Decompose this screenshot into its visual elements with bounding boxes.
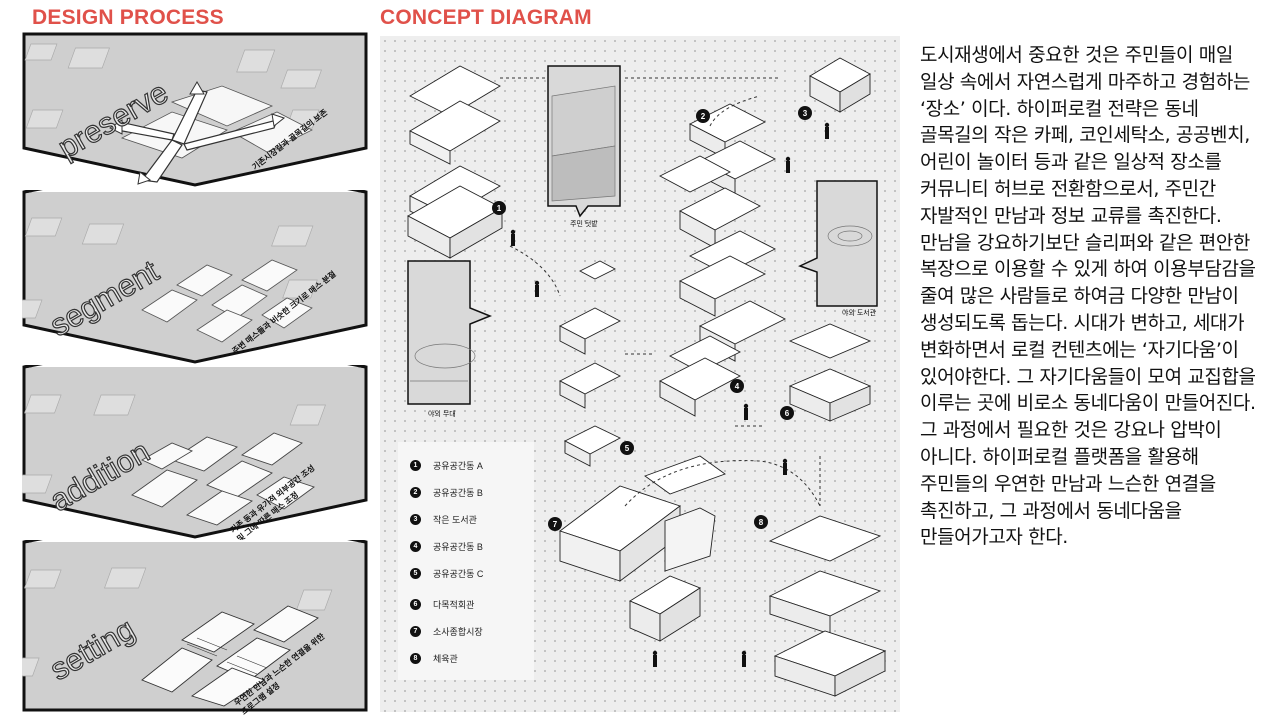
legend-label: 체육관 — [433, 653, 458, 664]
process-panel-segment: segment 주변 매스들과 비슷한 크기로 매스 분절 — [22, 190, 368, 365]
legend-label: 다목적회관 — [433, 599, 475, 610]
preserve-aerial-illustration — [22, 32, 368, 187]
marker-1: 1 — [492, 201, 506, 215]
legend-number: 2 — [410, 486, 421, 498]
design-process-panels: preserve 기존시장길과 골목길의 보존 — [22, 30, 368, 717]
legend-item: 6 다목적회관 — [410, 597, 474, 611]
backyard-caption: 주민 텃밭 — [570, 221, 598, 228]
concept-diagram: 주민 텃밭 야외 무대 야외 도서관 1 2 3 4 5 6 7 8 1 공유공… — [380, 36, 900, 712]
legend-item: 2 공유공간동 B — [410, 485, 483, 499]
addition-aerial-illustration — [22, 365, 368, 539]
legend-item: 1 공유공간동 A — [410, 458, 483, 472]
legend-item: 5 공유공간동 C — [410, 566, 483, 580]
legend-number: 4 — [410, 540, 421, 552]
legend-item: 3 작은 도서관 — [410, 512, 477, 526]
process-panel-addition: addition 기존 동과 유기적 외부공간 조성 및 그에 따른 매스 조정 — [22, 365, 368, 544]
legend-number: 3 — [410, 513, 421, 525]
concept-description: 도시재생에서 중요한 것은 주민들이 매일 일상 속에서 자연스럽게 마주하고 … — [920, 44, 1256, 549]
legend-label: 작은 도서관 — [433, 514, 477, 525]
inset-panels — [407, 65, 878, 405]
legend-number: 8 — [410, 652, 421, 664]
legend-number: 5 — [410, 567, 421, 579]
legend-item: 8 체육관 — [410, 651, 458, 665]
legend: 1 공유공간동 A 2 공유공간동 B 3 작은 도서관 4 공유공간동 B 5… — [398, 442, 534, 680]
marker-4: 4 — [730, 379, 744, 393]
legend-label: 공유공간동 A — [433, 460, 483, 471]
legend-number: 7 — [410, 625, 421, 637]
legend-label: 공유공간동 B — [433, 541, 483, 552]
legend-item: 4 공유공간동 B — [410, 539, 483, 553]
design-process-heading: DESIGN PROCESS — [32, 6, 224, 29]
marker-8: 8 — [754, 515, 768, 529]
setting-aerial-illustration — [22, 540, 368, 712]
marker-6: 6 — [780, 406, 794, 420]
marker-7: 7 — [548, 517, 562, 531]
legend-label: 공유공간동 B — [433, 487, 483, 498]
outdoor-stage-caption: 야외 무대 — [428, 411, 456, 418]
marker-5: 5 — [620, 441, 634, 455]
people-figures — [510, 122, 830, 667]
process-panel-preserve: preserve 기존시장길과 골목길의 보존 — [22, 30, 368, 190]
axonometric-illustration — [407, 57, 887, 697]
legend-number: 1 — [410, 459, 421, 471]
segment-aerial-illustration — [22, 190, 368, 364]
legend-label: 공유공간동 C — [433, 568, 484, 579]
legend-number: 6 — [410, 598, 421, 610]
marker-2: 2 — [696, 109, 710, 123]
process-panel-setting: setting 우연한 만남과 느슨한 연결을 위한 프로그램 설정 — [22, 540, 368, 717]
legend-item: 7 소사종합시장 — [410, 624, 483, 638]
concept-diagram-heading: CONCEPT DIAGRAM — [380, 6, 592, 29]
marker-3: 3 — [798, 106, 812, 120]
outdoor-library-caption: 야외 도서관 — [842, 310, 877, 317]
legend-label: 소사종합시장 — [433, 626, 483, 637]
